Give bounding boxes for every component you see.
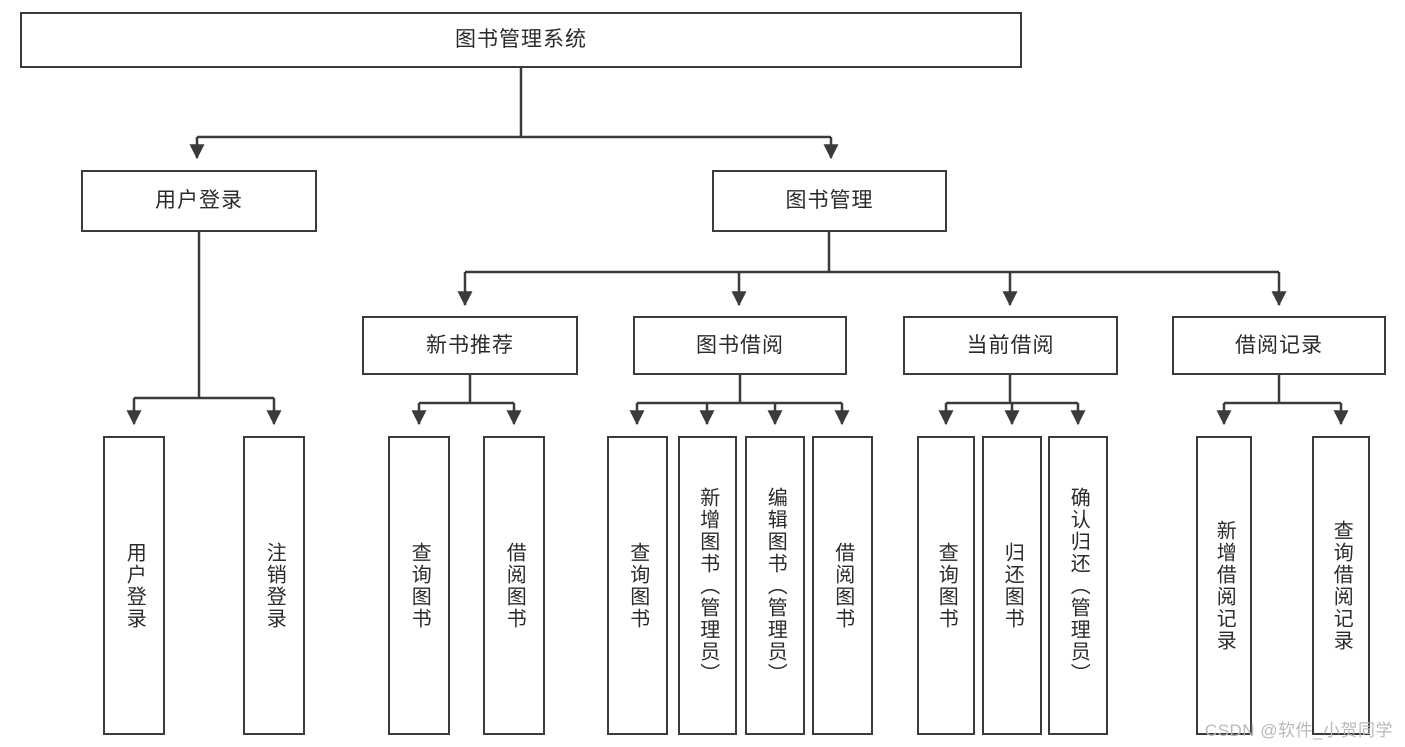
node-leaf-borrow-book-1-label: 借阅图书 [503, 541, 526, 630]
node-leaf-logout[interactable]: 注销登录 [243, 436, 305, 735]
node-leaf-query-record-label: 查询借阅记录 [1330, 519, 1353, 652]
node-leaf-edit-book[interactable]: 编辑图书（管理员） [745, 436, 805, 735]
node-leaf-user-login[interactable]: 用户登录 [103, 436, 165, 735]
node-leaf-add-book-label: 新增图书（管理员） [696, 486, 719, 685]
node-leaf-borrow-book-1[interactable]: 借阅图书 [483, 436, 545, 735]
node-leaf-add-book[interactable]: 新增图书（管理员） [678, 436, 737, 735]
node-leaf-add-record-label: 新增借阅记录 [1213, 519, 1236, 652]
node-current-borrow[interactable]: 当前借阅 [903, 316, 1118, 375]
node-leaf-borrow-book-2-label: 借阅图书 [831, 541, 854, 630]
node-borrow-record[interactable]: 借阅记录 [1172, 316, 1386, 375]
node-leaf-confirm-return-label: 确认归还（管理员） [1067, 486, 1090, 685]
node-user-login[interactable]: 用户登录 [81, 170, 317, 232]
node-root-label: 图书管理系统 [455, 28, 587, 52]
node-leaf-add-record[interactable]: 新增借阅记录 [1196, 436, 1252, 735]
node-book-manage[interactable]: 图书管理 [712, 170, 947, 232]
node-leaf-return-book-label: 归还图书 [1001, 541, 1024, 630]
csdn-watermark: CSDN @软件_小贺同学 [1204, 721, 1393, 740]
node-book-borrow-label: 图书借阅 [696, 333, 784, 357]
node-user-login-label: 用户登录 [155, 189, 243, 213]
node-leaf-query-book-2[interactable]: 查询图书 [607, 436, 668, 735]
node-leaf-query-book-2-label: 查询图书 [626, 541, 649, 630]
node-leaf-return-book[interactable]: 归还图书 [982, 436, 1042, 735]
node-root[interactable]: 图书管理系统 [20, 12, 1022, 68]
node-leaf-borrow-book-2[interactable]: 借阅图书 [812, 436, 873, 735]
node-book-borrow[interactable]: 图书借阅 [633, 316, 847, 375]
node-leaf-confirm-return[interactable]: 确认归还（管理员） [1048, 436, 1108, 735]
node-leaf-edit-book-label: 编辑图书（管理员） [764, 486, 787, 685]
node-book-manage-label: 图书管理 [785, 189, 874, 213]
node-leaf-query-book-3-label: 查询图书 [935, 541, 958, 630]
node-borrow-record-label: 借阅记录 [1235, 333, 1323, 357]
node-leaf-user-login-label: 用户登录 [123, 541, 146, 630]
node-leaf-query-book-3[interactable]: 查询图书 [917, 436, 975, 735]
node-leaf-logout-label: 注销登录 [263, 541, 286, 630]
node-leaf-query-record[interactable]: 查询借阅记录 [1312, 436, 1370, 735]
node-new-book-rec[interactable]: 新书推荐 [362, 316, 578, 375]
node-new-book-rec-label: 新书推荐 [426, 333, 514, 357]
node-current-borrow-label: 当前借阅 [966, 333, 1055, 357]
node-leaf-query-book-1[interactable]: 查询图书 [388, 436, 450, 735]
node-leaf-query-book-1-label: 查询图书 [408, 541, 431, 630]
